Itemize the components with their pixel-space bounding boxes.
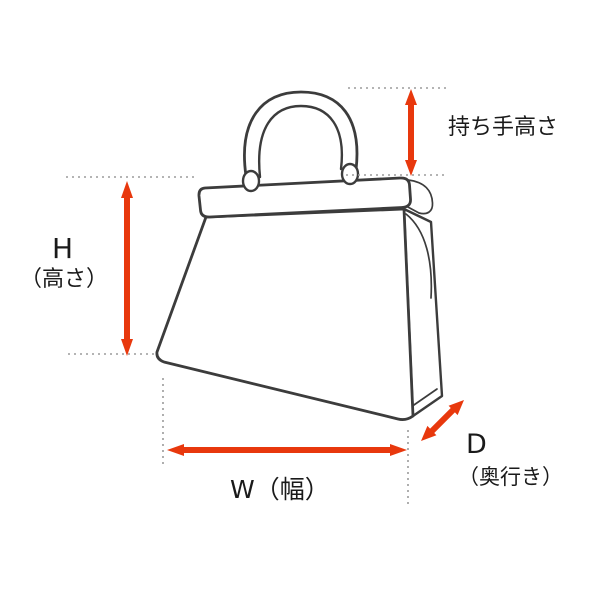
dimension-arrows — [121, 89, 464, 456]
arrow-width-head-right — [390, 444, 407, 456]
arrow-handle-height — [405, 89, 417, 176]
label-depth-letter: D — [466, 429, 487, 460]
bag-frame-back — [405, 179, 434, 215]
bag-side-gusset-curve — [405, 213, 433, 299]
arrow-depth-head-bottom — [421, 425, 437, 441]
bag-illustration — [155, 90, 444, 421]
handle-tab-right — [340, 162, 360, 186]
arrow-depth — [421, 400, 464, 441]
arrow-width — [167, 444, 407, 456]
arrow-width-head-left — [167, 444, 184, 456]
label-width: W（幅） — [230, 475, 330, 504]
arrow-depth-head-top — [448, 400, 464, 416]
label-depth-caption: （奥行き） — [458, 465, 563, 489]
arrow-height-head-bottom — [121, 339, 133, 356]
bag-front-face — [155, 207, 415, 421]
label-height-letter: H — [52, 232, 74, 265]
arrow-height — [121, 181, 133, 356]
label-handle-height: 持ち手高さ — [448, 115, 559, 140]
bag-side-bottom-seam — [410, 388, 438, 408]
arrow-handle-height-head-bottom — [405, 160, 417, 176]
arrow-height-head-top — [121, 181, 133, 198]
handle-tab-left — [241, 169, 261, 193]
label-height-caption: （高さ） — [20, 267, 109, 292]
bag-handle-outer — [243, 90, 359, 178]
arrow-handle-height-head-top — [405, 89, 417, 105]
guide-lines — [66, 87, 446, 508]
arrow-depth-line — [427, 405, 458, 436]
bag-handle-inner — [257, 104, 344, 179]
